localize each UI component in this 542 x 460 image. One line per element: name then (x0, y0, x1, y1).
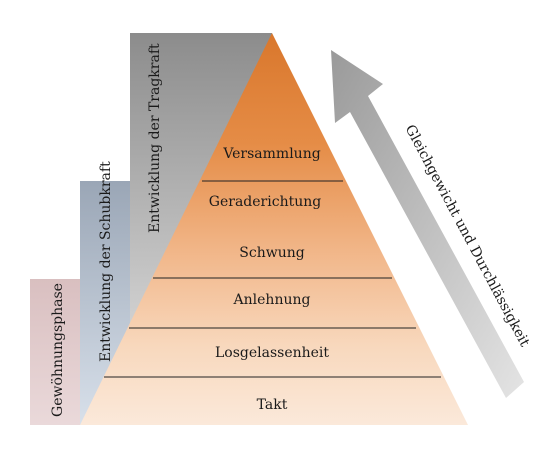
level-label-takt: Takt (256, 397, 288, 413)
level-label-losgelassenheit: Losgelassenheit (214, 345, 330, 361)
phase-label-tragkraft: Entwicklung der Tragkraft (147, 43, 163, 233)
level-label-geraderichtung: Geraderichtung (208, 194, 322, 210)
phase-label-gewoehnung: Gewöhnungsphase (50, 283, 66, 417)
level-label-schwung: Schwung (239, 245, 305, 261)
level-label-anlehnung: Anlehnung (233, 292, 311, 308)
pyramid (80, 33, 468, 425)
up-arrow (331, 50, 524, 398)
level-label-versammlung: Versammlung (223, 146, 321, 162)
phase-label-schubkraft: Entwicklung der Schubkraft (98, 161, 114, 362)
phase-bar-1 (30, 279, 82, 425)
